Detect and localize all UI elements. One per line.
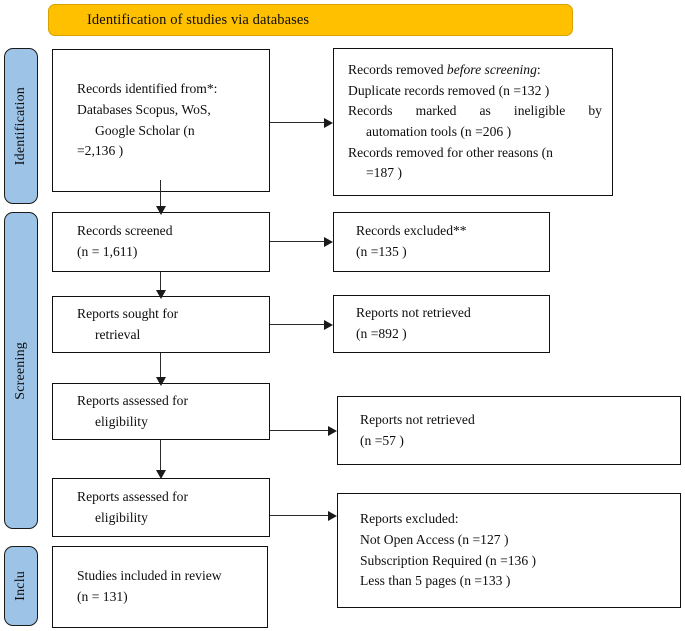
reports-not-retrieved-1-line-1: Reports not retrieved [356, 305, 471, 321]
reports-eligibility-1-line-1: Reports assessed for [77, 392, 188, 408]
node-records-identified: Records identified from*: Databases Scop… [52, 49, 270, 192]
reports-excluded-line-3: Subscription Required (n =136 ) [360, 552, 537, 568]
records-removed-line-4: automation tools (n =206 ) [366, 124, 512, 139]
identification-banner: Identification of studies via databases [48, 4, 573, 36]
reports-sought-line-1: Reports sought for [77, 305, 179, 321]
connector-identified-to-removed [270, 122, 324, 124]
connector-screened-to-sought [160, 272, 162, 292]
arrowhead-sought-to-not-retrieved-1 [324, 319, 333, 330]
arrowhead-identified-to-screened [155, 206, 166, 215]
stage-label-screening-text: Screening [13, 341, 28, 400]
connector-screened-to-excluded [270, 241, 324, 243]
node-reports-excluded: Reports excluded: Not Open Access (n =12… [337, 493, 681, 608]
records-identified-line-2: Databases Scopus, WoS, [77, 101, 211, 117]
records-removed-line-3-word-5: by [588, 103, 602, 119]
stage-label-identification-text: Identification [13, 86, 28, 166]
connector-sought-to-not-retrieved-1 [270, 324, 324, 326]
reports-excluded-line-1: Reports excluded: [360, 511, 459, 527]
banner-label: Identification of studies via databases [87, 11, 310, 28]
connector-eligibility-1-to-not-retrieved-2 [270, 430, 328, 432]
node-reports-sought: Reports sought for retrieval [52, 296, 270, 353]
arrowhead-eligibility-1-to-not-retrieved-2 [328, 425, 337, 436]
records-removed-line-5: Records removed for other reasons (n [348, 144, 553, 160]
node-records-removed-before-screening: Records removed before screening: Duplic… [333, 48, 613, 196]
studies-included-line-2: (n = 131) [77, 589, 128, 604]
node-studies-included: Studies included in review (n = 131) [52, 546, 268, 628]
stage-label-identification: Identification [4, 48, 38, 204]
records-excluded-line-1: Records excluded** [356, 223, 467, 239]
records-removed-line-1-emphasis: before screening [446, 62, 537, 78]
records-removed-line-3-word-2: marked [415, 103, 457, 119]
arrowhead-sought-to-eligibility-1 [155, 377, 166, 386]
connector-identified-to-screened [160, 180, 162, 208]
records-screened-line-1: Records screened [77, 223, 173, 239]
reports-not-retrieved-1-line-2: (n =892 ) [356, 326, 407, 341]
arrowhead-screened-to-excluded [324, 236, 333, 247]
reports-not-retrieved-2-line-2: (n =57 ) [360, 432, 404, 448]
reports-eligibility-2-line-1: Reports assessed for [77, 488, 188, 504]
records-removed-line-1-suffix: : [536, 62, 541, 78]
arrowhead-eligibility-1-to-eligibility-2 [155, 470, 166, 479]
connector-sought-to-eligibility-1 [160, 353, 162, 379]
reports-sought-line-2: retrieval [95, 326, 141, 342]
connector-eligibility-2-to-reports-excluded [270, 515, 328, 517]
records-screened-line-2: (n = 1,611) [77, 244, 138, 259]
records-identified-line-4: =2,136 ) [77, 143, 124, 159]
studies-included-line-1: Studies included in review [77, 568, 222, 584]
records-removed-line-1: Records removed before screening: [348, 60, 602, 81]
stage-label-included-text: Inclu [13, 571, 28, 601]
reports-excluded-line-2: Not Open Access (n =127 ) [360, 531, 509, 547]
arrowhead-eligibility-2-to-reports-excluded [328, 510, 337, 521]
connector-eligibility-1-to-eligibility-2 [160, 440, 162, 472]
arrowhead-screened-to-sought [155, 290, 166, 299]
reports-excluded-line-4: Less than 5 pages (n =133 ) [360, 573, 511, 589]
node-reports-not-retrieved-2: Reports not retrieved (n =57 ) [337, 396, 681, 465]
node-reports-assessed-eligibility-2: Reports assessed for eligibility [52, 478, 270, 537]
records-identified-line-3: Google Scholar (n [95, 122, 195, 138]
node-records-screened: Records screened (n = 1,611) [52, 212, 270, 272]
records-removed-line-1-prefix: Records removed [348, 62, 447, 78]
stage-label-screening: Screening [4, 212, 38, 529]
arrowhead-identified-to-removed [324, 117, 333, 128]
records-removed-line-3-word-1: Records [348, 103, 393, 119]
records-removed-line-3: Records marked as ineligible by [348, 101, 602, 122]
reports-eligibility-1-line-2: eligibility [95, 413, 148, 429]
stage-label-included: Inclu [4, 546, 38, 626]
records-removed-line-3-word-4: ineligible [513, 103, 566, 119]
node-reports-not-retrieved-1: Reports not retrieved (n =892 ) [333, 295, 550, 353]
reports-not-retrieved-2-line-1: Reports not retrieved [360, 411, 475, 427]
records-excluded-line-2: (n =135 ) [356, 244, 407, 259]
records-removed-line-2: Duplicate records removed (n =132 ) [348, 82, 550, 98]
node-records-excluded: Records excluded** (n =135 ) [333, 212, 550, 272]
records-identified-line-1: Records identified from*: [77, 81, 218, 97]
reports-eligibility-2-line-2: eligibility [95, 509, 148, 525]
node-reports-assessed-eligibility-1: Reports assessed for eligibility [52, 383, 270, 440]
records-removed-line-3-word-3: as [479, 103, 491, 119]
records-removed-line-6: =187 ) [366, 165, 402, 181]
